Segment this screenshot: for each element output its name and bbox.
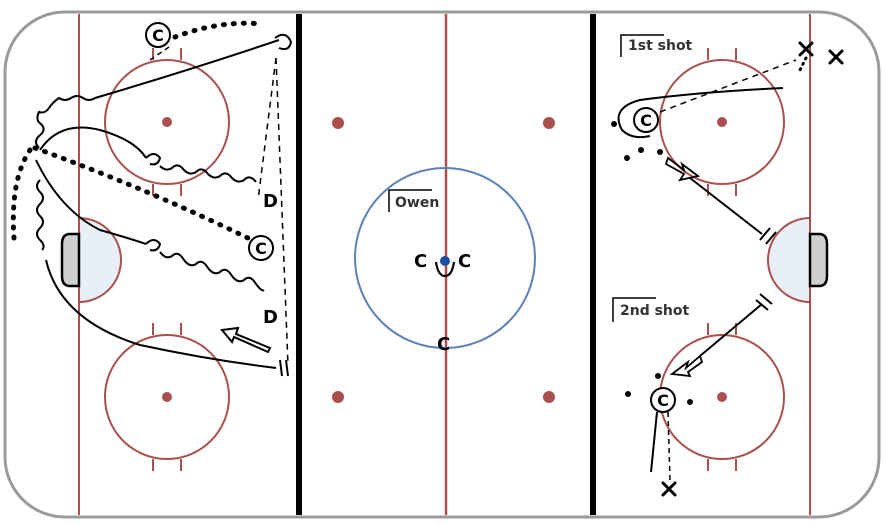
left-bottom-faceoff-dot <box>162 392 172 402</box>
left-bottom-faceoff-circle <box>104 323 230 471</box>
neutral-dot <box>332 117 344 129</box>
center-loop-path <box>434 261 456 278</box>
left-net <box>60 232 81 288</box>
puck-carry-path <box>36 179 45 251</box>
neutral-dot <box>332 391 344 403</box>
defense-player-label: D <box>263 307 278 328</box>
left-top-faceoff-dot <box>162 117 172 127</box>
right-bottom-faceoff-dot <box>717 392 727 402</box>
right-top-faceoff-circle <box>659 48 785 196</box>
right-goal-crease <box>767 216 811 304</box>
backward-skate-path <box>172 20 265 40</box>
hook-icon <box>145 239 162 252</box>
coach-player-icon: C <box>248 235 274 261</box>
puck-carry-path <box>159 164 257 183</box>
owen-label: Owen <box>395 195 439 211</box>
puck-carry-path <box>159 251 265 292</box>
right-top-faceoff-dot <box>717 117 727 127</box>
pass-path <box>275 57 289 366</box>
coach-player-icon: C <box>145 22 171 48</box>
hollow-arrow-icon <box>664 156 701 182</box>
puck-dot <box>625 391 631 397</box>
skate-path <box>45 259 277 369</box>
backward-skate-path <box>10 147 33 241</box>
center-circle <box>354 167 536 349</box>
left-top-faceoff-circle <box>104 48 230 196</box>
coach-player-icon: C <box>633 107 659 133</box>
puck-carry-path <box>35 95 96 149</box>
corner-loop <box>274 33 293 51</box>
svg-text:C: C <box>640 111 652 130</box>
x-mark-icon <box>828 49 844 65</box>
label-bracket <box>620 34 664 57</box>
first-shot-label: 1st shot <box>628 38 693 54</box>
shot-path <box>689 177 763 235</box>
puck-dot <box>657 149 663 155</box>
left-goal-crease <box>78 216 122 304</box>
label-bracket <box>612 297 656 322</box>
svg-text:C: C <box>152 26 164 45</box>
backward-skate-path <box>32 145 255 243</box>
puck-dot <box>611 121 617 127</box>
pass-path <box>149 44 173 61</box>
label-bracket <box>388 189 432 212</box>
neutral-dot <box>543 117 555 129</box>
defense-player-label: D <box>263 191 278 212</box>
center-coach-bottom: C <box>437 334 450 355</box>
puck-dot <box>687 399 693 405</box>
pass-path <box>667 411 671 481</box>
right-net <box>808 232 829 288</box>
svg-text:C: C <box>657 391 669 410</box>
hook-icon <box>145 153 162 166</box>
puck-dot <box>624 155 630 161</box>
neutral-dot <box>543 391 555 403</box>
skate-path <box>39 126 147 159</box>
svg-text:C: C <box>255 239 267 258</box>
coach-player-icon: C <box>650 387 676 413</box>
center-coach-left: C <box>414 251 427 272</box>
skate-path <box>94 39 280 99</box>
hollow-arrow-icon <box>220 326 272 354</box>
hollow-arrow-icon <box>669 354 704 378</box>
x-mark-icon <box>798 41 814 57</box>
puck-dot <box>655 373 661 379</box>
shot-path <box>699 303 763 357</box>
center-faceoff-dot <box>440 256 450 266</box>
pass-path <box>659 59 797 113</box>
second-shot-label: 2nd shot <box>620 303 690 319</box>
double-bar-shot-icon <box>279 359 289 377</box>
skate-path <box>617 87 784 139</box>
center-coach-right: C <box>458 251 471 272</box>
x-mark-icon <box>661 481 677 497</box>
double-bar-shot-icon <box>759 227 777 245</box>
puck-dot <box>638 147 644 153</box>
skate-path <box>35 159 147 245</box>
pass-path <box>257 57 277 201</box>
skate-path <box>650 411 658 473</box>
